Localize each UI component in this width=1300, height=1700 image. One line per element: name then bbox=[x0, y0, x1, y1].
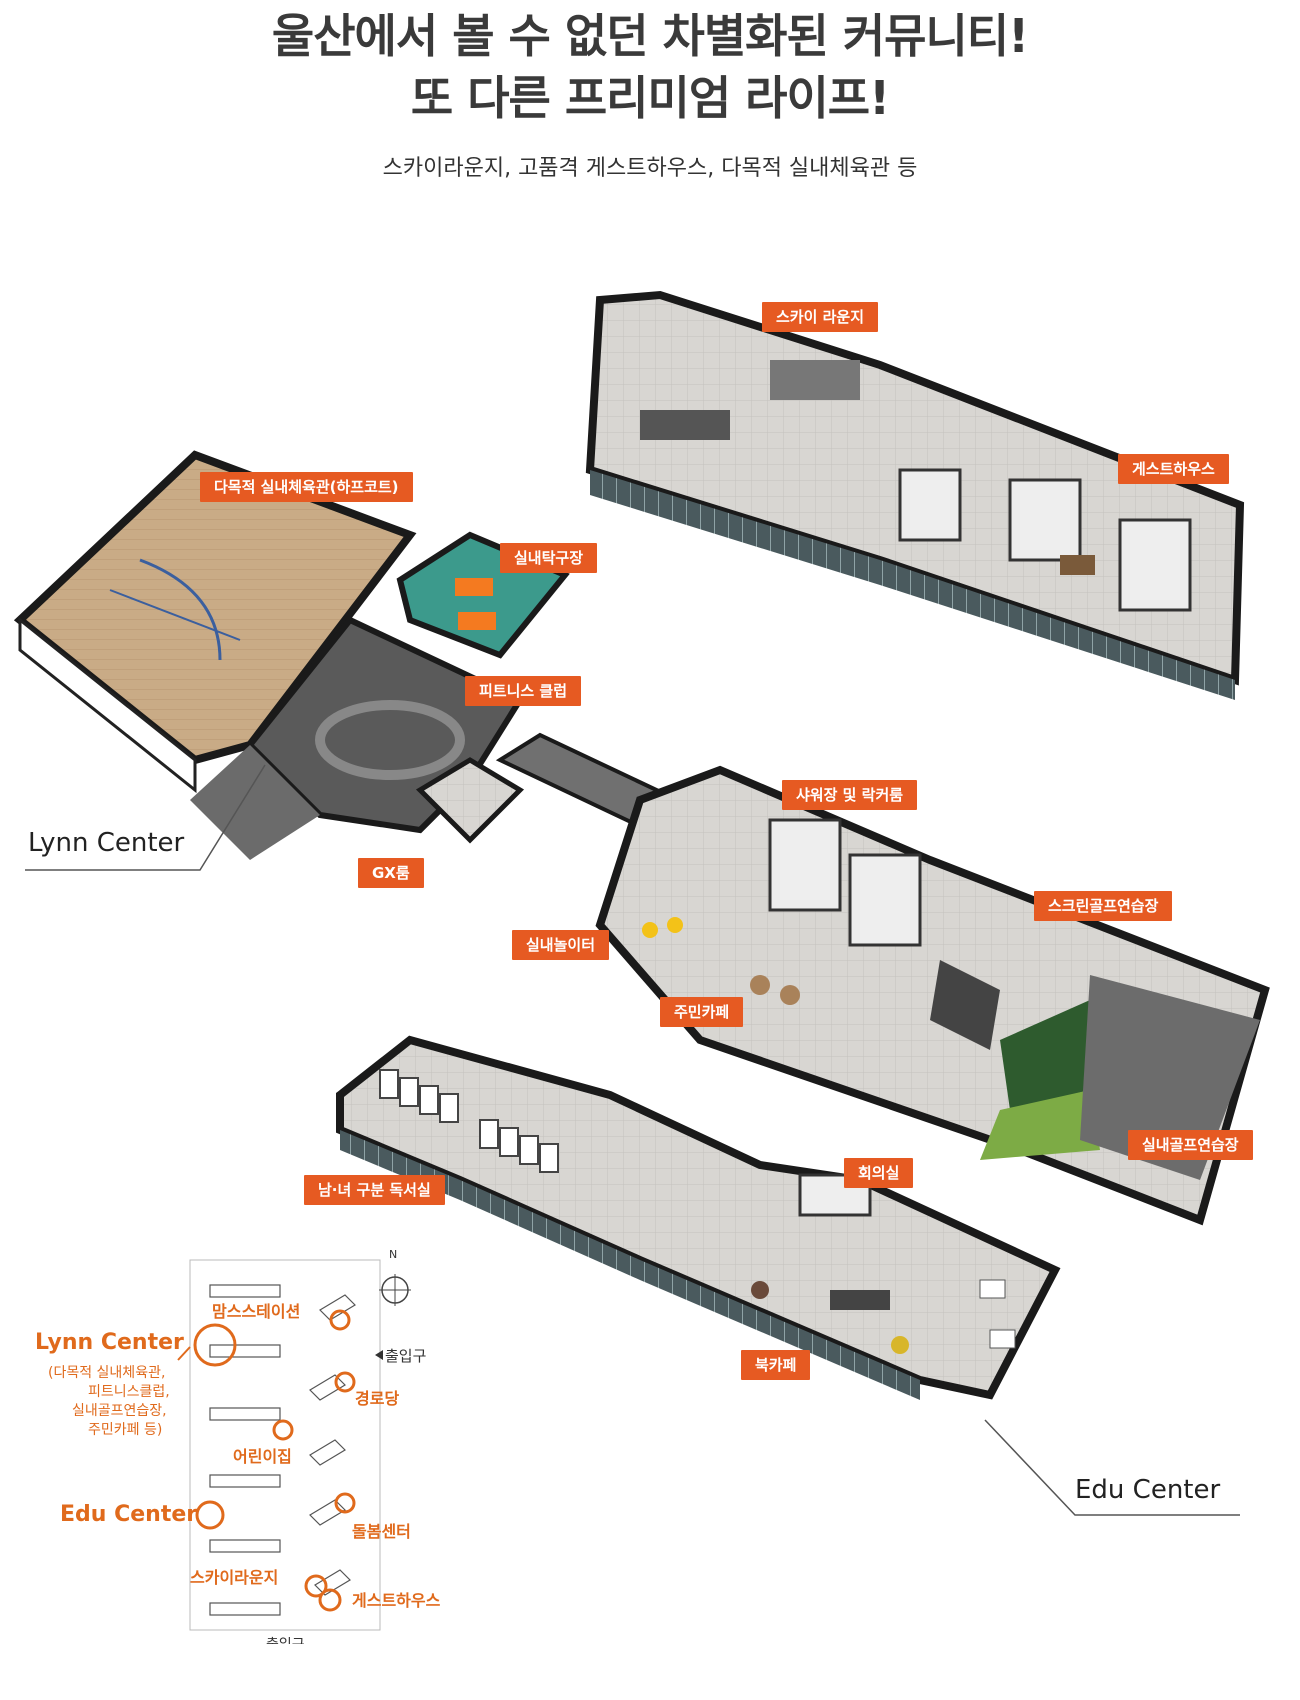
tag-table-tennis: 실내탁구장 bbox=[500, 543, 598, 573]
site-map bbox=[177, 1259, 411, 1631]
tag-sky-lounge: 스카이 라운지 bbox=[762, 302, 879, 332]
tag-meeting-room: 회의실 bbox=[844, 1158, 914, 1188]
tag-reading-room: 남·녀 구분 독서실 bbox=[304, 1175, 445, 1205]
site-map-moms-station: 맘스스테이션 bbox=[212, 1302, 301, 1321]
site-map-guest-house: 게스트하우스 bbox=[352, 1591, 441, 1610]
site-map-daycare: 어린이집 bbox=[233, 1447, 292, 1466]
tag-book-cafe: 북카페 bbox=[741, 1350, 811, 1380]
edu-center-label: Edu Center bbox=[1075, 1475, 1221, 1505]
edu-callout-line bbox=[984, 1419, 1240, 1516]
lynn-marker-icon bbox=[193, 1323, 237, 1367]
site-map-lynn-desc-4: 주민카페 등) bbox=[88, 1422, 163, 1438]
site-map-care-center: 돌봄센터 bbox=[352, 1522, 411, 1541]
edu-center-building bbox=[336, 1035, 1061, 1400]
subtitle: 스카이라운지, 고품격 게스트하우스, 다목적 실내체육관 등 bbox=[382, 156, 918, 181]
site-map-lynn-desc-2: 피트니스클럽, bbox=[88, 1384, 170, 1400]
site-map-north: N bbox=[389, 1248, 398, 1261]
site-map-senior-center: 경로당 bbox=[355, 1389, 400, 1408]
site-map-entrance-2: 출입구 bbox=[266, 1634, 305, 1644]
lynn-center-building bbox=[13, 450, 570, 860]
sky-lounge-building bbox=[585, 290, 1245, 700]
tag-gx-room: GX룸 bbox=[358, 858, 424, 888]
headline-line-2: 또 다른 프리미엄 라이프! bbox=[410, 71, 890, 125]
site-map-sky-lounge: 스카이라운지 bbox=[190, 1568, 279, 1587]
tag-indoor-playground: 실내놀이터 bbox=[512, 930, 610, 960]
tag-indoor-golf: 실내골프연습장 bbox=[1128, 1130, 1253, 1160]
lynn-callout-line bbox=[25, 764, 266, 871]
lynn-center-label: Lynn Center bbox=[28, 828, 185, 858]
tag-screen-golf: 스크린골프연습장 bbox=[1034, 891, 1173, 921]
entrance-arrow-icon bbox=[375, 1350, 383, 1360]
tag-resident-cafe: 주민카페 bbox=[660, 997, 744, 1027]
site-map-lynn-desc-1: (다목적 실내체육관, bbox=[48, 1365, 166, 1381]
site-map-edu-title: Edu Center bbox=[60, 1502, 198, 1527]
headline-line-1: 울산에서 볼 수 없던 차별화된 커뮤니티! bbox=[271, 9, 1029, 63]
tag-shower-locker: 샤워장 및 락커룸 bbox=[782, 780, 918, 810]
site-map-lynn-desc-3: 실내골프연습장, bbox=[72, 1403, 167, 1419]
edu-marker-icon bbox=[195, 1500, 225, 1530]
site-map-lynn-title: Lynn Center bbox=[35, 1330, 184, 1355]
tag-gym-half-court: 다목적 실내체육관(하프코트) bbox=[200, 472, 413, 502]
tag-fitness-club: 피트니스 클럽 bbox=[465, 676, 582, 706]
site-map-entrance-1: 출입구 bbox=[385, 1347, 427, 1365]
tag-guest-house: 게스트하우스 bbox=[1118, 454, 1229, 484]
